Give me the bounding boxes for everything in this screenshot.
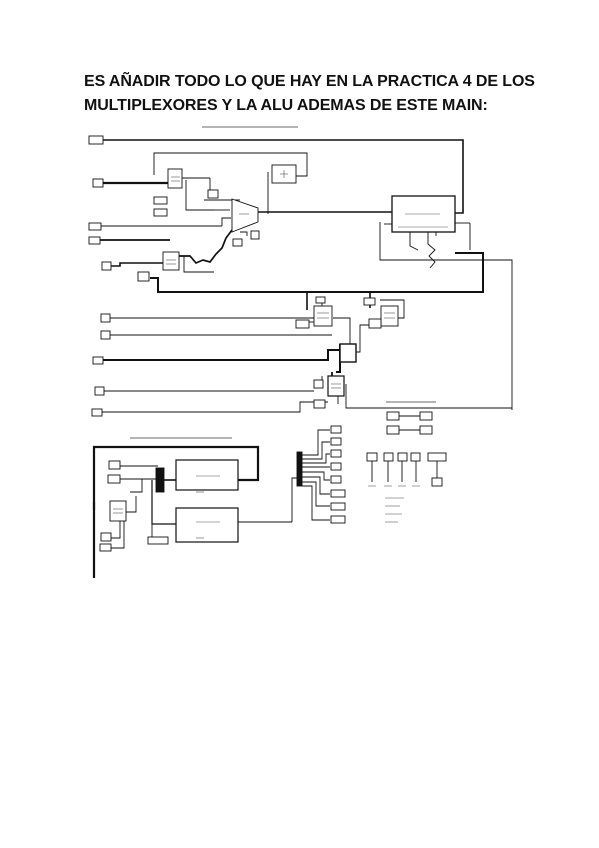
legend-port-1 (386, 411, 400, 421)
out-port-6 (330, 489, 346, 498)
const-block-12 (107, 474, 121, 484)
const-block-15 (147, 536, 169, 545)
legend-in-2 (383, 452, 394, 462)
wire-feedback (153, 152, 308, 177)
const-block-14 (99, 543, 112, 552)
legend-port-4 (419, 425, 433, 435)
upper-block-marks (166, 170, 448, 265)
const-block-11 (108, 460, 121, 470)
const-block-1 (207, 189, 219, 199)
bus-selector (296, 451, 303, 487)
const-block-2 (153, 196, 168, 205)
in-port-e (100, 313, 111, 323)
const-block-13 (100, 532, 112, 542)
const-block-6 (315, 296, 326, 304)
in-port-i (91, 408, 103, 417)
in-port-a (92, 178, 104, 188)
mux-block-5 (339, 343, 357, 363)
bus-creator-block (155, 467, 165, 493)
lower-wires (92, 445, 298, 578)
legend-in-4 (410, 452, 421, 462)
out-port-3 (330, 449, 342, 458)
small-out-1 (250, 230, 260, 240)
mux-block-3 (313, 305, 333, 327)
legend-in-5 (427, 452, 447, 462)
legend-in-3 (397, 452, 408, 462)
in-port-c (88, 236, 101, 245)
const-block-5 (295, 319, 310, 329)
in-port-clk (88, 135, 104, 145)
middle-block-marks (317, 312, 395, 389)
bus-fanout (296, 429, 330, 521)
out-port-8 (330, 515, 346, 524)
legend-port-3 (386, 425, 400, 435)
const-block-4 (137, 271, 150, 282)
input-ports-left (88, 135, 112, 417)
in-port-b (88, 222, 102, 231)
legend-wires (371, 415, 438, 482)
wire-clk (103, 139, 464, 214)
middle-wires (102, 292, 512, 413)
upper-blocks (137, 164, 456, 282)
in-port-g (92, 356, 104, 365)
const-block-3 (153, 208, 168, 217)
const-block-8 (363, 297, 376, 306)
lower-block-marks (113, 475, 220, 539)
lower-blocks (99, 459, 239, 552)
small-out-2 (232, 238, 243, 247)
const-block-9 (313, 379, 324, 389)
subsystem-block-2 (175, 507, 239, 543)
out-port-4 (330, 462, 342, 471)
caption-smudges (130, 126, 436, 439)
heading-line-2: MULTIPLEXORES Y LA ALU ADEMAS DE ESTE MA… (84, 97, 488, 114)
upper-wires (100, 139, 513, 410)
mux-block-6 (327, 375, 345, 397)
out-port-1 (330, 425, 342, 434)
const-block-7 (368, 318, 382, 329)
out-port-5 (330, 475, 342, 484)
alu-block (231, 198, 259, 233)
const-block-10 (313, 399, 326, 409)
mux-block-7 (109, 500, 127, 522)
legend-port-2 (419, 411, 433, 421)
bus-outputs (330, 425, 346, 524)
legend-in-1 (366, 452, 378, 462)
out-port-2 (330, 437, 342, 446)
mux-block-2 (162, 251, 180, 271)
heading-line-1: ES AÑADIR TODO LO QUE HAY EN LA PRACTICA… (84, 73, 535, 90)
document-heading: ES AÑADIR TODO LO QUE HAY EN LA PRACTICA… (84, 70, 554, 118)
in-port-h (94, 386, 105, 396)
in-port-f (100, 330, 111, 340)
legend-out-1 (431, 477, 443, 487)
legend-smudges (368, 485, 420, 523)
subsystem-block-1 (175, 459, 239, 491)
mux-block-1 (167, 168, 183, 189)
legend-blocks (366, 411, 447, 487)
out-port-7 (330, 502, 346, 511)
mux-block-4 (380, 305, 399, 327)
middle-blocks (295, 296, 399, 409)
in-port-d (101, 261, 112, 271)
